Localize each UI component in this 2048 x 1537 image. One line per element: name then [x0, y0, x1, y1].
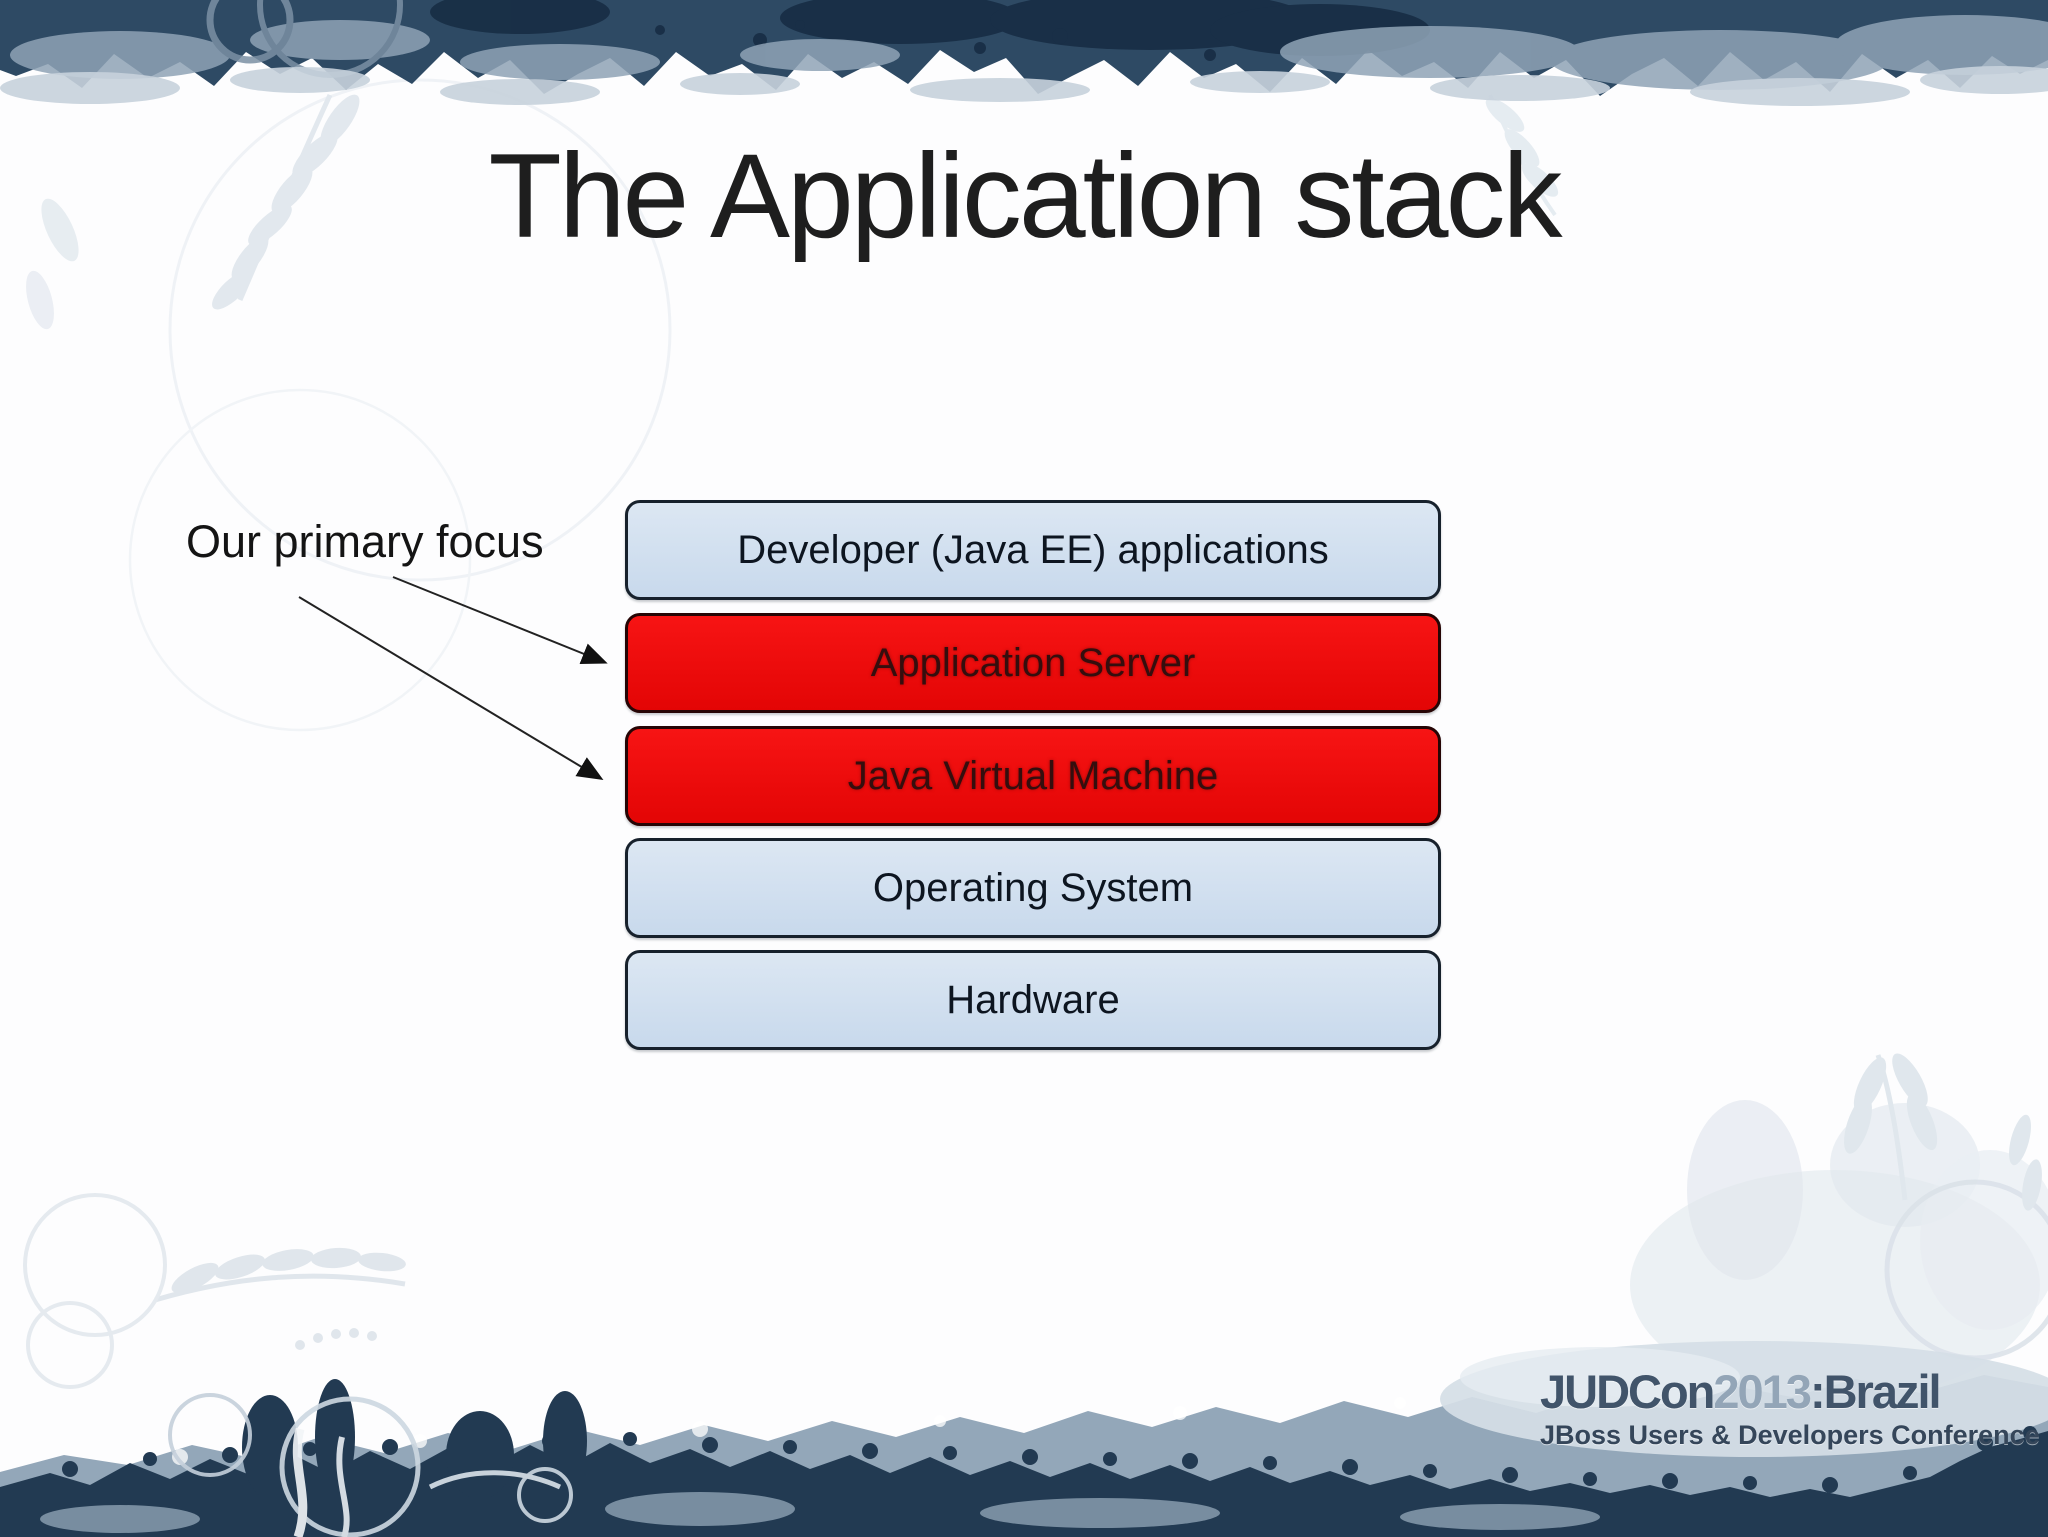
- arrow-to-application-server: [392, 576, 608, 664]
- logo-year: 2013: [1713, 1365, 1812, 1418]
- logo-location: :Brazil: [1809, 1365, 1942, 1418]
- arrow-to-jvm: [298, 596, 604, 781]
- stack-box-operating-system: Operating System: [625, 838, 1441, 938]
- logo-brand: JUDCon: [1540, 1365, 1715, 1418]
- focus-annotation: Our primary focus: [186, 516, 544, 567]
- stack-box-label: Hardware: [946, 977, 1120, 1022]
- slide-title: The Application stack: [488, 129, 1563, 263]
- bottom-border-texture: [0, 1341, 2048, 1537]
- stack-box-application-server: Application Server: [625, 613, 1441, 713]
- stack-box-jvm: Java Virtual Machine: [625, 726, 1441, 826]
- logo-wordmark: JUDCon2013:Brazil: [1540, 1368, 2040, 1415]
- stack-box-label: Application Server: [870, 640, 1196, 685]
- stack-box-label: Developer (Java EE) applications: [737, 527, 1329, 572]
- stack-box-label: Java Virtual Machine: [847, 753, 1219, 798]
- judcon-logo: JUDCon2013:Brazil JBoss Users & Develope…: [1540, 1368, 2040, 1449]
- top-border-texture: [0, 0, 2048, 106]
- stack-box-label: Operating System: [872, 865, 1194, 910]
- stack-box-developer-apps: Developer (Java EE) applications: [625, 500, 1441, 600]
- stack-box-hardware: Hardware: [625, 950, 1441, 1050]
- logo-tagline: JBoss Users & Developers Conference: [1540, 1420, 2040, 1450]
